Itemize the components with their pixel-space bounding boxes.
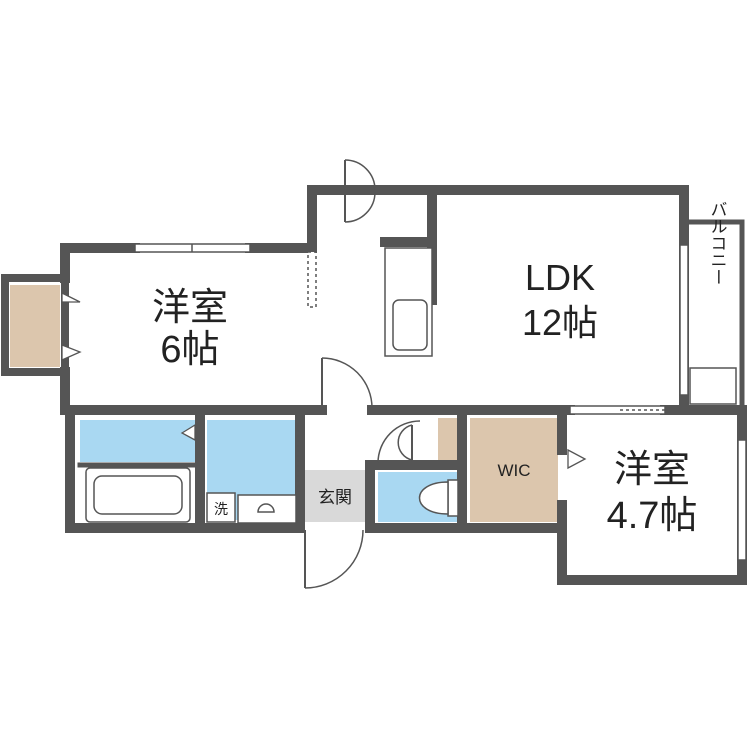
closet-arrow-icon — [61, 291, 81, 303]
fixtures — [85, 247, 737, 524]
ldk-size: 12帖 — [522, 302, 598, 343]
door-swing-icon-toilet — [377, 420, 421, 464]
washer-box — [206, 492, 236, 523]
window-room2-right — [737, 439, 747, 561]
closet-arrow-icon — [567, 448, 587, 470]
door-swing-icon-closet — [397, 424, 413, 461]
entrance-label: 玄関 — [318, 488, 352, 507]
wall-center-top — [307, 185, 437, 253]
door-swing-icon-entrance — [304, 529, 364, 589]
washbasin-icon — [257, 503, 275, 513]
storage-fill-left — [10, 285, 60, 367]
bathtub-icon — [85, 467, 191, 523]
room2-size: 4.7帖 — [607, 495, 698, 537]
closet-arrow-icon — [180, 423, 196, 442]
windows — [134, 243, 747, 561]
room1-name: 洋室 — [152, 287, 228, 329]
window-ldk-balcony — [679, 244, 689, 396]
doors — [304, 159, 421, 589]
kitchen-sink-icon — [392, 299, 428, 351]
opening-room1-hall — [307, 251, 317, 308]
entrance-fill — [305, 470, 365, 522]
labels: 洋室 6帖 LDK 12帖 洋室 4.7帖 WIC 玄関 洗 バルコニー — [152, 201, 727, 538]
ac-unit — [689, 367, 737, 405]
balcony-label: バルコニー — [708, 201, 727, 286]
wic-label: WIC — [497, 461, 530, 480]
wall-storage-left — [1, 274, 69, 376]
walls — [1, 185, 747, 585]
washer-label: 洗 — [214, 501, 228, 517]
toilet-icon — [418, 479, 459, 517]
shoe-closet-fill — [438, 418, 460, 463]
wall-room1-top-left — [60, 243, 140, 283]
bathroom-fill — [80, 420, 195, 462]
door-swing-icon-room1 — [321, 357, 373, 410]
closet-arrow-icon — [61, 344, 82, 362]
wic-fill — [470, 418, 558, 522]
ldk-name: LDK — [525, 257, 595, 298]
wall-balcony — [681, 219, 745, 411]
door-swing-icon-top — [344, 159, 376, 223]
closet-arrows — [61, 291, 587, 470]
washbasin-counter — [237, 494, 297, 524]
room1-size: 6帖 — [160, 329, 219, 371]
room2-name: 洋室 — [614, 449, 690, 491]
wall-wet-outer — [65, 405, 305, 533]
